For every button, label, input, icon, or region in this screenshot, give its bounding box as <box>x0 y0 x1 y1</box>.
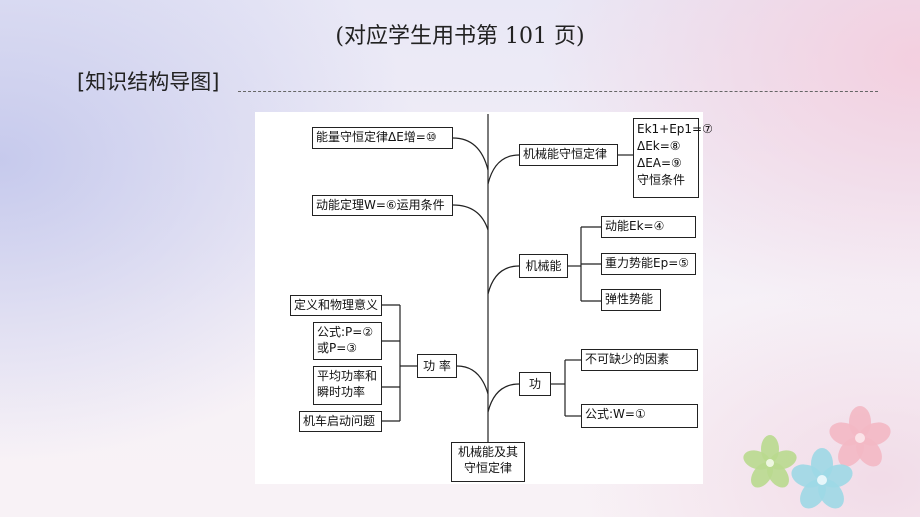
flower-decoration <box>743 406 891 509</box>
conservation-item: Ek1+Ep1=⑦ <box>637 122 713 136</box>
node-power-formula: 公式:P=②或P=③ <box>313 322 382 360</box>
node-conservation-list: Ek1+Ep1=⑦ ΔEk=⑧ ΔEA=⑨ 守恒条件 <box>633 118 713 198</box>
node-elastic-potential: 弹性势能 <box>601 289 661 311</box>
node-gravitational-potential: 重力势能Ep=⑤ <box>601 253 696 275</box>
node-power: 功 率 <box>417 354 457 378</box>
section-title: [知识结构导图] <box>77 70 220 94</box>
node-mechanical-energy: 机械能 <box>519 254 568 278</box>
node-average-instant-power: 平均功率和瞬时功率 <box>313 366 382 405</box>
node-kinetic-energy-theorem: 动能定理W=⑥运用条件 <box>312 195 453 216</box>
connector-lines <box>382 114 633 442</box>
node-power-definition: 定义和物理意义 <box>290 295 382 316</box>
node-energy-conservation: 能量守恒定律ΔE增=⑩ <box>312 127 453 149</box>
conservation-item: ΔEA=⑨ <box>637 156 682 170</box>
node-work: 功 <box>519 372 551 396</box>
conservation-item: ΔEk=⑧ <box>637 139 681 153</box>
node-root: 机械能及其守恒定律 <box>451 442 525 482</box>
conservation-item: 守恒条件 <box>637 173 686 187</box>
node-work-formula: 公式:W=① <box>581 404 698 428</box>
page-reference: (对应学生用书第 101 页) <box>335 24 585 49</box>
knowledge-structure-diagram: 能量守恒定律ΔE增=⑩ 动能定理W=⑥运用条件 定义和物理意义 公式:P=②或P… <box>255 112 713 484</box>
node-vehicle-startup: 机车启动问题 <box>299 411 382 432</box>
node-mechanical-energy-conservation: 机械能守恒定律 <box>519 144 618 166</box>
node-kinetic-energy: 动能Ek=④ <box>601 216 696 238</box>
section-divider <box>238 91 878 92</box>
node-work-factors: 不可缺少的因素 <box>581 349 698 371</box>
